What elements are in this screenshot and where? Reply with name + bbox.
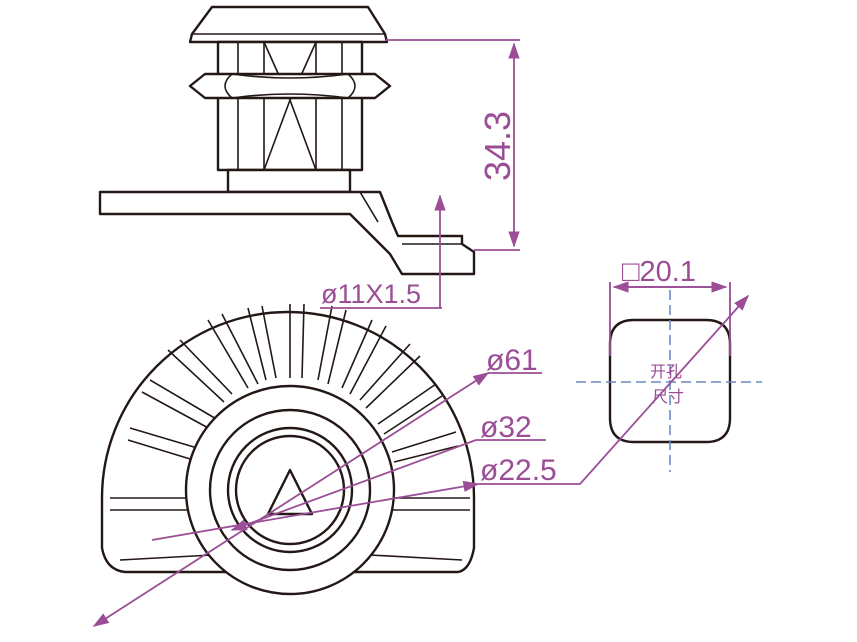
height-dimension-label: 34.3 xyxy=(477,111,518,181)
cam-plate xyxy=(98,190,476,276)
hex-nut xyxy=(188,72,392,100)
lock-barrel xyxy=(216,40,364,172)
lock-cap xyxy=(188,5,389,44)
barrel-base xyxy=(226,168,352,194)
inner-diameter-label: ø22.5 xyxy=(480,454,557,487)
cutout-view xyxy=(576,290,762,472)
mid-diameter-label: ø32 xyxy=(480,411,532,444)
dimension-lines xyxy=(92,39,750,627)
outer-diameter-label: ø61 xyxy=(486,344,538,377)
side-view xyxy=(98,5,476,276)
cutout-size-label: □20.1 xyxy=(622,256,696,288)
thread-dimension-label: ø11X1.5 xyxy=(321,279,421,309)
cutout-note-line2: 尺寸 xyxy=(652,387,684,406)
cutout-note-line1: 开孔 xyxy=(650,362,682,381)
inner-ring xyxy=(226,426,354,554)
front-view xyxy=(100,303,476,596)
